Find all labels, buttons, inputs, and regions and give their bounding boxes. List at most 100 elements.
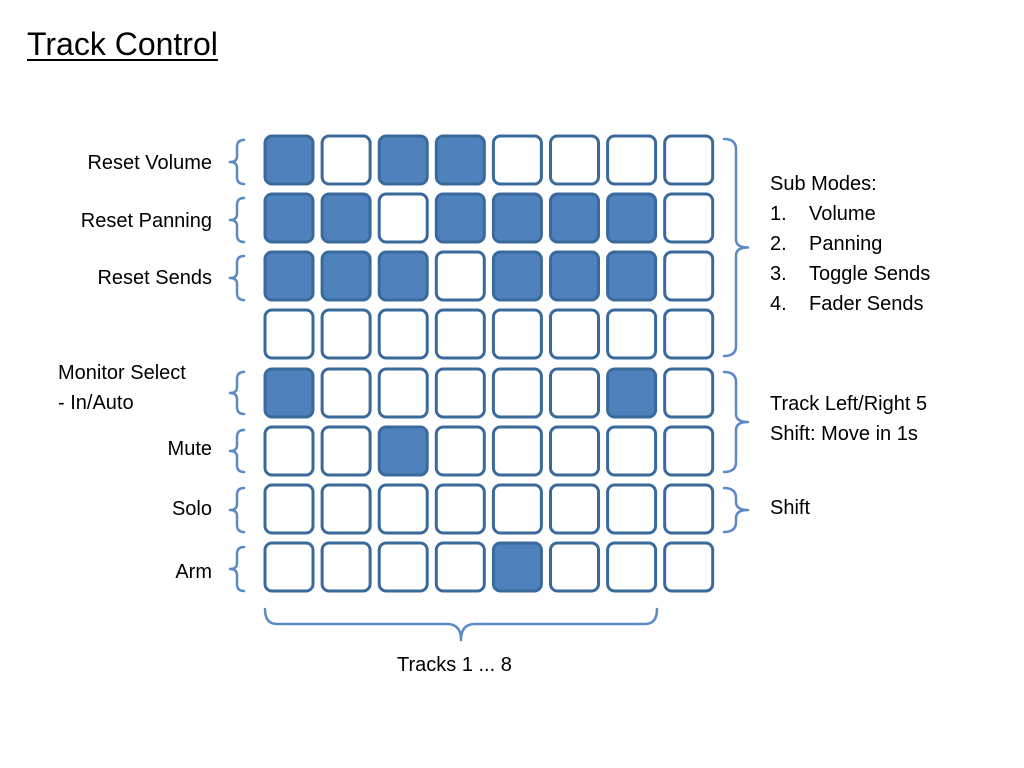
pad-r1-c5[interactable] bbox=[491, 134, 543, 186]
track-nav-annotation: Track Left/Right 5 Shift: Move in 1s bbox=[770, 389, 927, 449]
pad-r4-c2[interactable] bbox=[320, 308, 372, 360]
pad-r1-c2[interactable] bbox=[320, 134, 372, 186]
pad-r2-c4[interactable] bbox=[434, 192, 486, 244]
brace-shift bbox=[722, 486, 750, 534]
pad-r5-c1[interactable] bbox=[263, 367, 315, 419]
pad-r2-c1[interactable] bbox=[263, 192, 315, 244]
pad-r5-c8[interactable] bbox=[663, 367, 715, 419]
sub-mode-label: Toggle Sends bbox=[809, 263, 931, 285]
page-title: Track Control bbox=[27, 26, 218, 62]
pad-r3-c6[interactable] bbox=[549, 250, 600, 302]
pad-r8-c6[interactable] bbox=[549, 541, 600, 593]
label-mute: Mute bbox=[167, 438, 212, 460]
pad-r5-c5[interactable] bbox=[491, 367, 543, 419]
pad-r5-c6[interactable] bbox=[549, 367, 600, 419]
pad-r7-c4[interactable] bbox=[434, 483, 486, 535]
sub-mode-label: Fader Sends bbox=[809, 293, 924, 315]
pad-r4-c8[interactable] bbox=[663, 308, 715, 360]
brace-track-nav bbox=[722, 370, 750, 474]
label-arm: Arm bbox=[175, 561, 212, 583]
label-monitor-select-line2: - In/Auto bbox=[58, 392, 134, 414]
pad-r6-c3[interactable] bbox=[377, 425, 429, 477]
pad-r6-c5[interactable] bbox=[491, 425, 543, 477]
pad-r1-c6[interactable] bbox=[549, 134, 600, 186]
pad-r7-c8[interactable] bbox=[663, 483, 715, 535]
brace-reset-sends bbox=[228, 254, 246, 302]
sub-mode-label: Panning bbox=[809, 233, 883, 255]
label-monitor-select: Monitor Select - In/Auto bbox=[58, 358, 186, 418]
pad-r3-c3[interactable] bbox=[377, 250, 429, 302]
pad-r4-c1[interactable] bbox=[263, 308, 315, 360]
pad-r2-c3[interactable] bbox=[377, 192, 429, 244]
pad-r5-c7[interactable] bbox=[606, 367, 658, 419]
brace-solo bbox=[228, 486, 246, 534]
tracks-footer-label: Tracks 1 ... 8 bbox=[397, 654, 512, 676]
track-nav-line2: Shift: Move in 1s bbox=[770, 423, 918, 445]
pad-r3-c7[interactable] bbox=[606, 250, 658, 302]
pad-r2-c5[interactable] bbox=[491, 192, 543, 244]
pad-r2-c7[interactable] bbox=[606, 192, 658, 244]
sub-mode-item: 1. Volume bbox=[770, 199, 930, 229]
pad-r8-c2[interactable] bbox=[320, 541, 372, 593]
pad-r8-c8[interactable] bbox=[663, 541, 715, 593]
pad-r4-c7[interactable] bbox=[606, 308, 658, 360]
label-monitor-select-line1: Monitor Select bbox=[58, 362, 186, 384]
label-reset-panning: Reset Panning bbox=[80, 210, 212, 232]
pad-r3-c5[interactable] bbox=[491, 250, 543, 302]
pad-r5-c2[interactable] bbox=[320, 367, 372, 419]
pad-r8-c4[interactable] bbox=[434, 541, 486, 593]
sub-modes-heading: Sub Modes: bbox=[770, 173, 877, 195]
pad-r7-c6[interactable] bbox=[549, 483, 600, 535]
pad-r2-c2[interactable] bbox=[320, 192, 372, 244]
pad-r3-c1[interactable] bbox=[263, 250, 315, 302]
pad-r2-c6[interactable] bbox=[549, 192, 600, 244]
pad-r6-c7[interactable] bbox=[606, 425, 658, 477]
pad-r4-c3[interactable] bbox=[377, 308, 429, 360]
pad-r7-c1[interactable] bbox=[263, 483, 315, 535]
pad-r2-c8[interactable] bbox=[663, 192, 715, 244]
pad-r3-c8[interactable] bbox=[663, 250, 715, 302]
sub-modes-annotation: Sub Modes: 1. Volume 2. Panning 3. Toggle S… bbox=[770, 169, 930, 319]
pad-r8-c7[interactable] bbox=[606, 541, 658, 593]
brace-tracks bbox=[263, 607, 659, 642]
label-solo: Solo bbox=[171, 498, 212, 520]
pad-r4-c6[interactable] bbox=[549, 308, 600, 360]
pad-r1-c1[interactable] bbox=[263, 134, 315, 186]
pad-r6-c6[interactable] bbox=[549, 425, 600, 477]
brace-sub-modes bbox=[722, 137, 750, 358]
pad-r1-c7[interactable] bbox=[606, 134, 658, 186]
pad-r3-c2[interactable] bbox=[320, 250, 372, 302]
pad-r6-c4[interactable] bbox=[434, 425, 486, 477]
pad-r8-c3[interactable] bbox=[377, 541, 429, 593]
pad-r5-c4[interactable] bbox=[434, 367, 486, 419]
pad-r3-c4[interactable] bbox=[434, 250, 486, 302]
sub-mode-item: 2. Panning bbox=[770, 229, 930, 259]
sub-mode-number: 3. bbox=[770, 263, 787, 285]
label-reset-volume: Reset Volume bbox=[87, 152, 212, 174]
pad-r7-c2[interactable] bbox=[320, 483, 372, 535]
track-nav-line1: Track Left/Right 5 bbox=[770, 393, 928, 415]
pad-r7-c3[interactable] bbox=[377, 483, 429, 535]
pad-r8-c5[interactable] bbox=[491, 541, 543, 593]
pad-r7-c5[interactable] bbox=[491, 483, 543, 535]
pad-r6-c2[interactable] bbox=[320, 425, 372, 477]
sub-mode-number: 2. bbox=[770, 233, 787, 255]
sub-mode-label: Volume bbox=[809, 203, 876, 225]
pad-r1-c3[interactable] bbox=[377, 134, 429, 186]
brace-reset-panning bbox=[228, 196, 246, 244]
sub-mode-number: 1. bbox=[770, 203, 787, 225]
brace-mute bbox=[228, 428, 246, 474]
brace-reset-volume bbox=[228, 138, 246, 186]
pad-r8-c1[interactable] bbox=[263, 541, 315, 593]
pad-r6-c1[interactable] bbox=[263, 425, 315, 477]
pad-r6-c8[interactable] bbox=[663, 425, 715, 477]
pad-r4-c5[interactable] bbox=[491, 308, 543, 360]
pad-r4-c4[interactable] bbox=[434, 308, 486, 360]
sub-mode-item: 4. Fader Sends bbox=[770, 289, 930, 319]
sub-mode-number: 4. bbox=[770, 293, 787, 315]
pad-r7-c7[interactable] bbox=[606, 483, 658, 535]
pad-r1-c4[interactable] bbox=[434, 134, 486, 186]
pad-r5-c3[interactable] bbox=[377, 367, 429, 419]
sub-modes-list: 1. Volume 2. Panning 3. Toggle Sends 4. Fade… bbox=[770, 199, 930, 319]
pad-r1-c8[interactable] bbox=[663, 134, 715, 186]
